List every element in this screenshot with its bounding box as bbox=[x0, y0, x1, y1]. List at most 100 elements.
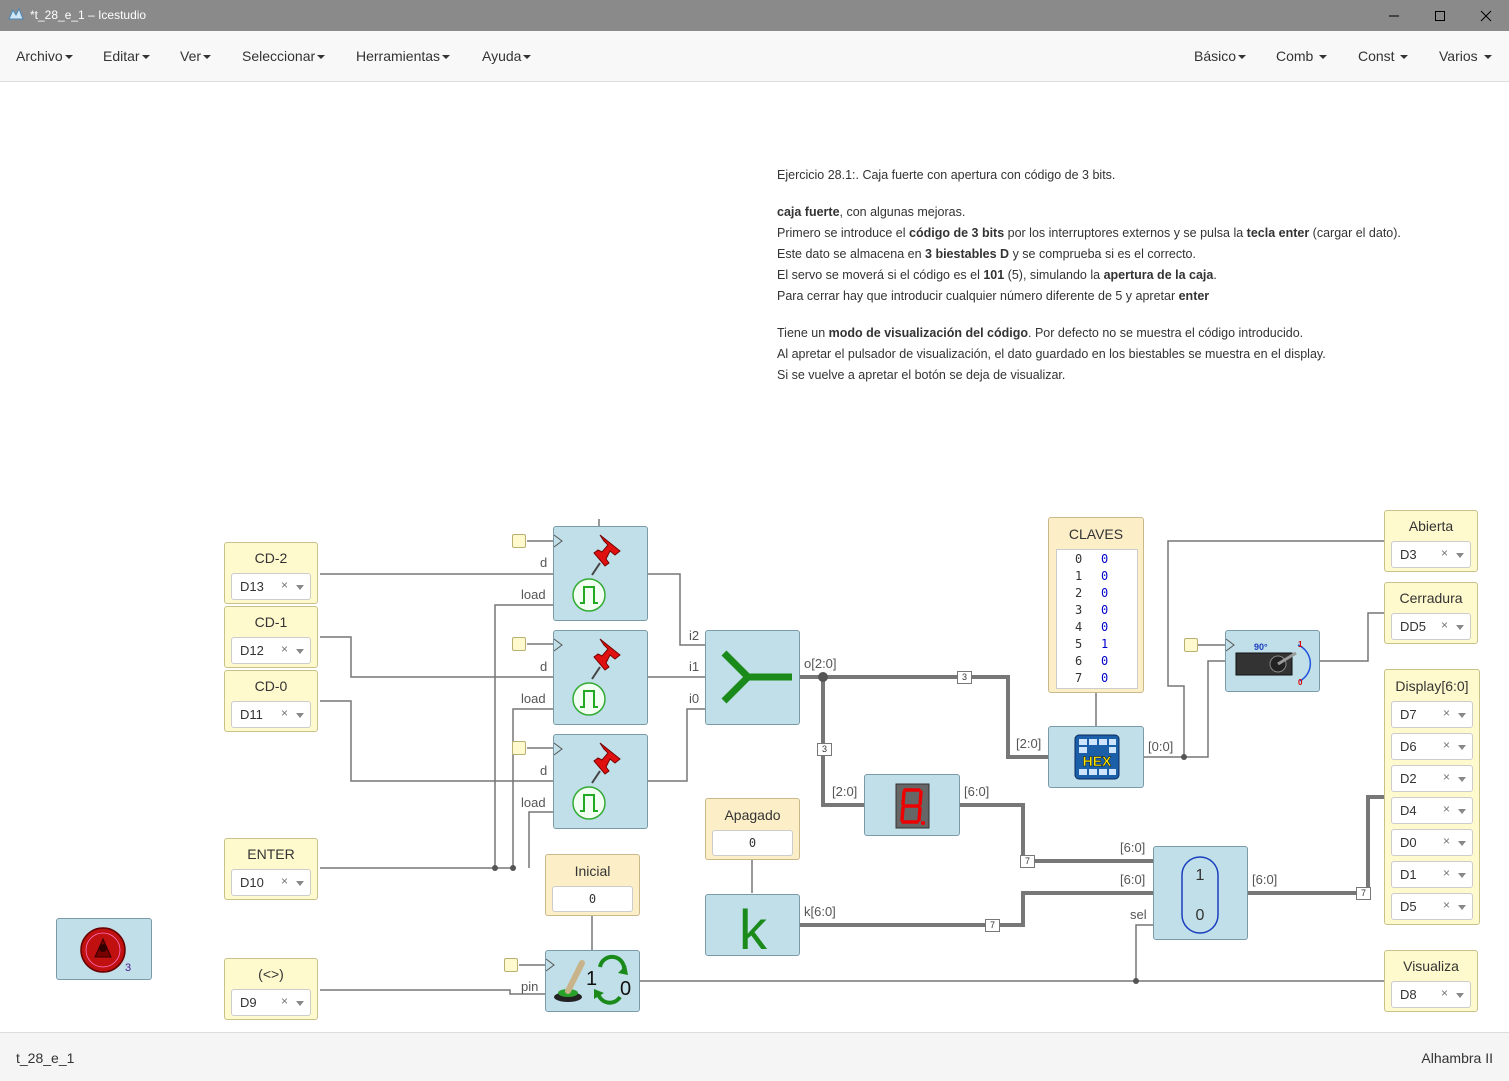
d-flip-flop-block[interactable] bbox=[553, 734, 648, 829]
pin-select[interactable]: D8× bbox=[1391, 981, 1471, 1008]
bus-display-out[interactable] bbox=[1248, 795, 1385, 895]
board-logo-block[interactable]: 3 bbox=[56, 918, 152, 980]
pin-select[interactable]: D10× bbox=[231, 869, 311, 896]
wire-cd0[interactable] bbox=[320, 700, 553, 782]
clear-icon[interactable]: × bbox=[1442, 898, 1450, 912]
clock-input-box[interactable] bbox=[512, 534, 526, 548]
clock-input-box[interactable] bbox=[1184, 638, 1198, 652]
clock-input-box[interactable] bbox=[504, 958, 518, 972]
output-display[interactable]: Display[6:0] D7× D6× D2× D4× D0× D1× D5× bbox=[1384, 669, 1480, 925]
menu-basico[interactable]: Básico bbox=[1194, 48, 1247, 64]
pin-select[interactable]: D11× bbox=[231, 701, 311, 728]
bus-join-block[interactable] bbox=[705, 630, 800, 725]
wire-load2[interactable] bbox=[494, 604, 553, 868]
dropdown-arrow-icon[interactable] bbox=[296, 585, 304, 590]
menu-archivo[interactable]: Archivo bbox=[16, 48, 73, 64]
pin-select[interactable]: D12× bbox=[231, 637, 311, 664]
dropdown-arrow-icon[interactable] bbox=[1458, 745, 1466, 750]
maximize-button[interactable] bbox=[1417, 0, 1463, 31]
info-comment[interactable]: Ejercicio 28.1:. Caja fuerte con apertur… bbox=[777, 168, 1401, 382]
menu-varios[interactable]: Varios bbox=[1439, 48, 1492, 64]
menu-herramientas[interactable]: Herramientas bbox=[356, 48, 451, 64]
output-visualiza[interactable]: Visualiza D8× bbox=[1384, 950, 1478, 1012]
dropdown-arrow-icon[interactable] bbox=[1458, 905, 1466, 910]
clear-icon[interactable]: × bbox=[1442, 738, 1450, 752]
dropdown-arrow-icon[interactable] bbox=[1456, 993, 1464, 998]
input-cd0[interactable]: CD-0 D11× bbox=[224, 670, 318, 732]
wire-load0[interactable] bbox=[528, 811, 553, 868]
clear-icon[interactable]: × bbox=[1440, 986, 1448, 1000]
input-cd1[interactable]: CD-1 D12× bbox=[224, 606, 318, 668]
wire-vis[interactable] bbox=[320, 989, 545, 995]
pin-select[interactable]: D6× bbox=[1391, 733, 1473, 760]
servo-block[interactable]: 90° 1 0 bbox=[1225, 630, 1320, 692]
clear-icon[interactable]: × bbox=[280, 874, 288, 888]
menu-ver[interactable]: Ver bbox=[180, 48, 212, 64]
dropdown-arrow-icon[interactable] bbox=[296, 1001, 304, 1006]
clear-icon[interactable]: × bbox=[280, 642, 288, 656]
pin-select[interactable]: D1× bbox=[1391, 861, 1473, 888]
clear-icon[interactable]: × bbox=[280, 578, 288, 592]
wire-q2[interactable] bbox=[647, 573, 705, 646]
minimize-button[interactable] bbox=[1371, 0, 1417, 31]
bus-code[interactable] bbox=[799, 675, 1048, 759]
dropdown-arrow-icon[interactable] bbox=[1458, 777, 1466, 782]
pin-select[interactable]: D2× bbox=[1391, 765, 1473, 792]
pin-select[interactable]: D3× bbox=[1391, 541, 1471, 568]
clear-icon[interactable]: × bbox=[1442, 706, 1450, 720]
constant-inicial[interactable]: Inicial 0 bbox=[545, 854, 640, 916]
input-enter[interactable]: ENTER D10× bbox=[224, 838, 318, 900]
output-abierta[interactable]: Abierta D3× bbox=[1384, 510, 1478, 572]
clear-icon[interactable]: × bbox=[1442, 802, 1450, 816]
seven-segment-decoder-block[interactable] bbox=[864, 774, 960, 836]
constant-apagado[interactable]: Apagado 0 bbox=[705, 798, 800, 860]
hex-rom-block[interactable]: HEX bbox=[1048, 726, 1144, 788]
bus-display-in[interactable] bbox=[821, 677, 864, 807]
dropdown-arrow-icon[interactable] bbox=[1456, 625, 1464, 630]
pin-select[interactable]: DD5× bbox=[1391, 613, 1471, 640]
pin-select[interactable]: D4× bbox=[1391, 797, 1473, 824]
wire-q0[interactable] bbox=[647, 708, 705, 782]
input-cd2[interactable]: CD-2 D13× bbox=[224, 542, 318, 604]
clear-icon[interactable]: × bbox=[280, 994, 288, 1008]
wire-abierta[interactable] bbox=[1144, 540, 1385, 758]
dropdown-arrow-icon[interactable] bbox=[1458, 841, 1466, 846]
clear-icon[interactable]: × bbox=[1440, 618, 1448, 632]
dropdown-arrow-icon[interactable] bbox=[1458, 809, 1466, 814]
d-flip-flop-block[interactable] bbox=[553, 630, 648, 725]
dropdown-arrow-icon[interactable] bbox=[1458, 873, 1466, 878]
dropdown-arrow-icon[interactable] bbox=[1456, 553, 1464, 558]
menu-ayuda[interactable]: Ayuda bbox=[482, 48, 532, 64]
menu-comb[interactable]: Comb bbox=[1276, 48, 1328, 64]
clear-icon[interactable]: × bbox=[1440, 546, 1448, 560]
clock-input-box[interactable] bbox=[512, 741, 526, 755]
wire-load1[interactable] bbox=[512, 708, 553, 868]
mux-block[interactable]: 1 0 bbox=[1153, 846, 1248, 940]
board-name[interactable]: Alhambra II bbox=[1421, 1050, 1493, 1066]
wire-servo-in[interactable] bbox=[1184, 660, 1225, 758]
constant-value-input[interactable]: 0 bbox=[552, 886, 633, 912]
output-cerradura[interactable]: Cerradura DD5× bbox=[1384, 582, 1478, 644]
wire-sel[interactable] bbox=[1135, 924, 1153, 981]
toggle-block[interactable]: 1 0 bbox=[545, 950, 640, 1012]
clock-input-box[interactable] bbox=[512, 637, 526, 651]
menu-seleccionar[interactable]: Seleccionar bbox=[242, 48, 326, 64]
menu-const[interactable]: Const bbox=[1358, 48, 1409, 64]
clear-icon[interactable]: × bbox=[1442, 866, 1450, 880]
clear-icon[interactable]: × bbox=[1442, 770, 1450, 784]
bus-k[interactable] bbox=[799, 891, 1153, 927]
pin-select[interactable]: D0× bbox=[1391, 829, 1473, 856]
dropdown-arrow-icon[interactable] bbox=[1458, 713, 1466, 718]
dropdown-arrow-icon[interactable] bbox=[296, 713, 304, 718]
wire-cerradura[interactable] bbox=[1320, 612, 1385, 662]
wire-cd1[interactable] bbox=[320, 636, 553, 678]
menu-editar[interactable]: Editar bbox=[103, 48, 150, 64]
pin-select[interactable]: D5× bbox=[1391, 893, 1473, 920]
pin-select[interactable]: D9× bbox=[231, 989, 311, 1016]
d-flip-flop-block[interactable] bbox=[553, 526, 648, 621]
bus-seg[interactable] bbox=[960, 803, 1153, 863]
constant-value-input[interactable]: 0 bbox=[712, 830, 793, 856]
clear-icon[interactable]: × bbox=[1442, 834, 1450, 848]
